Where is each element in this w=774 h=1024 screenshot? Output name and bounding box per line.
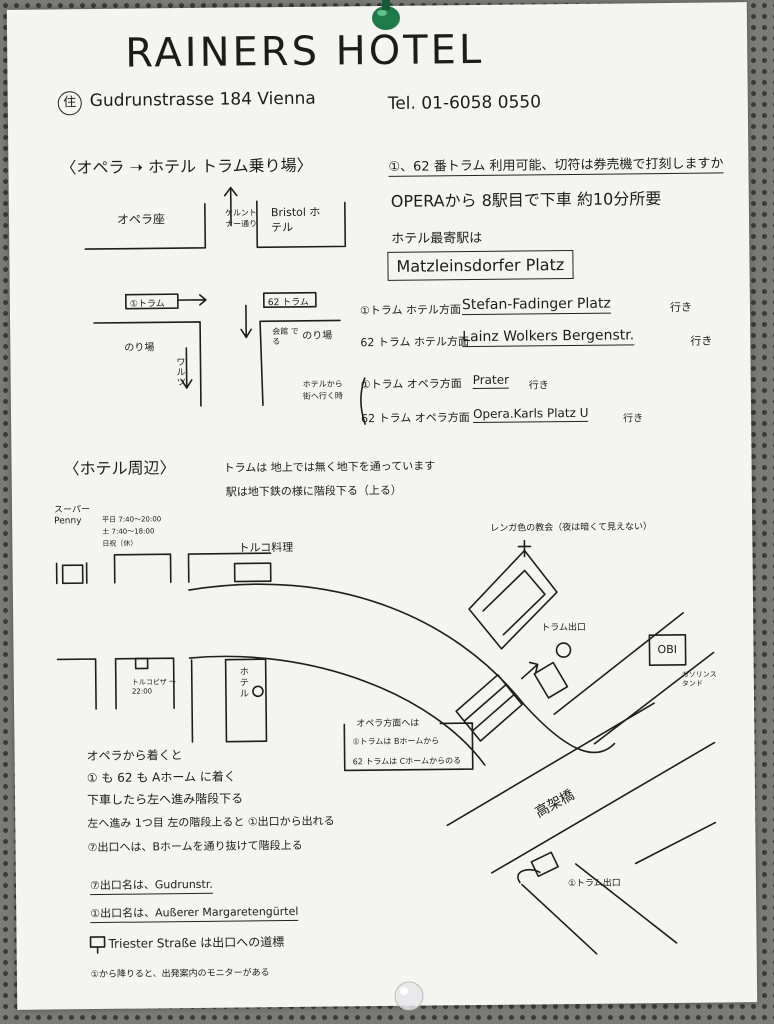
pizza-shop-mark bbox=[134, 657, 149, 670]
hotel-building bbox=[224, 658, 268, 743]
green-pushpin-icon bbox=[372, 0, 400, 30]
lower-blocks-left bbox=[56, 657, 175, 710]
church-cross bbox=[517, 539, 532, 558]
tram-exit-circle bbox=[555, 642, 572, 658]
hotel-side-street bbox=[190, 659, 194, 743]
bottom-exit-stairs bbox=[530, 851, 559, 878]
crosswalk bbox=[455, 673, 523, 742]
opera-block-outline bbox=[84, 203, 207, 250]
opera-direction-box bbox=[343, 722, 474, 772]
lower-streets bbox=[521, 821, 717, 955]
tram62-direction-arrow bbox=[240, 304, 252, 339]
tram1-street bbox=[93, 321, 202, 407]
tram1-stop-sign bbox=[124, 293, 179, 310]
obi-box bbox=[648, 634, 687, 667]
north-arrow bbox=[223, 186, 238, 227]
bridge-lines bbox=[446, 702, 716, 874]
hotel-parking-mark bbox=[252, 685, 264, 698]
tram62-stop-sign bbox=[262, 291, 317, 309]
gudrunstrasse-road-bottom bbox=[188, 655, 486, 766]
right-street bbox=[553, 612, 715, 745]
turkish-block bbox=[187, 552, 272, 583]
signpost-icon bbox=[89, 936, 106, 948]
penny-entrance bbox=[61, 564, 84, 585]
bristol-block-outline bbox=[256, 200, 347, 249]
turkish-entrance bbox=[233, 562, 272, 583]
hand-drawn-map bbox=[55, 186, 717, 955]
tram62-street bbox=[259, 319, 341, 407]
tram-exit-arrow bbox=[521, 661, 539, 680]
penny-block bbox=[55, 562, 88, 585]
wienzeile-arrow bbox=[180, 347, 193, 389]
from-hotel-brace bbox=[360, 377, 366, 425]
bottom-exit-arrow bbox=[517, 868, 541, 884]
clear-pushpin-icon bbox=[394, 981, 424, 1011]
gudrunstrasse-road-top bbox=[188, 583, 616, 754]
paper-sheet: RAINERS HOTEL 住 Gudrunstrasse 184 Vienna… bbox=[6, 2, 758, 1010]
tram1-direction-arrow bbox=[177, 294, 207, 306]
tram-exit-stairs bbox=[533, 661, 569, 699]
shop-block bbox=[113, 553, 172, 584]
church-outline bbox=[468, 549, 558, 650]
